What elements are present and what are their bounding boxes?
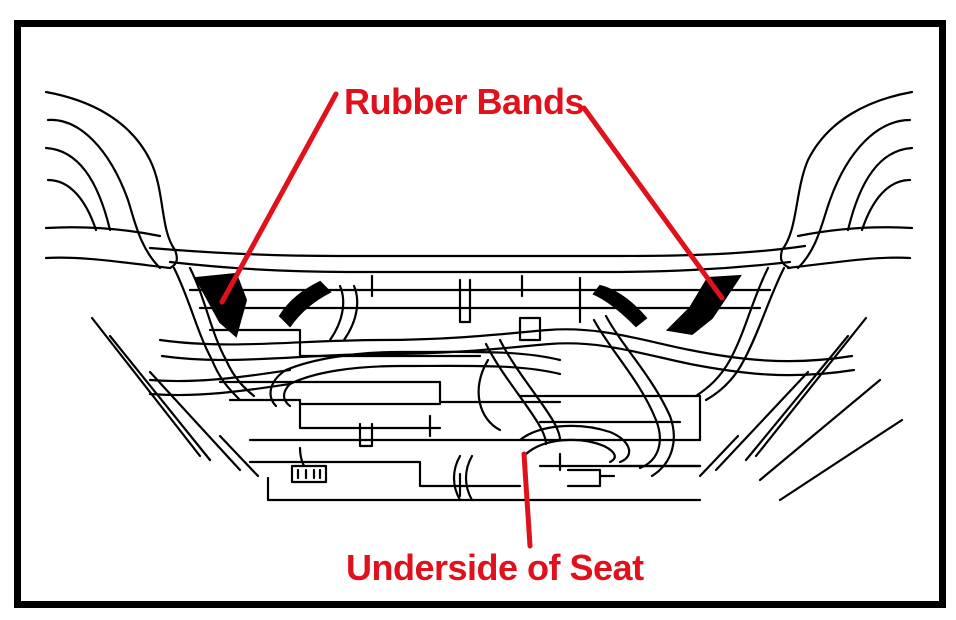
rubber-band-right-outer xyxy=(665,274,742,336)
rubber-band-right-inner xyxy=(592,284,648,328)
rubber-band-left-inner xyxy=(278,280,332,328)
underside-of-seat-label: Underside of Seat xyxy=(346,547,644,588)
right-seat-wing xyxy=(780,90,914,252)
left-seat-wing xyxy=(44,90,177,252)
rubber-band-left-outer xyxy=(194,272,248,338)
seat-top-plate xyxy=(148,244,807,258)
callout-line-seat xyxy=(521,451,533,549)
callout-line-right xyxy=(581,105,725,301)
rubber-band-shapes xyxy=(194,272,742,338)
diagram-frame xyxy=(14,20,946,608)
rubber-bands-label: Rubber Bands xyxy=(344,81,585,122)
callout-lines xyxy=(219,91,725,549)
connector-block xyxy=(290,464,328,484)
callout-line-left xyxy=(219,91,339,305)
